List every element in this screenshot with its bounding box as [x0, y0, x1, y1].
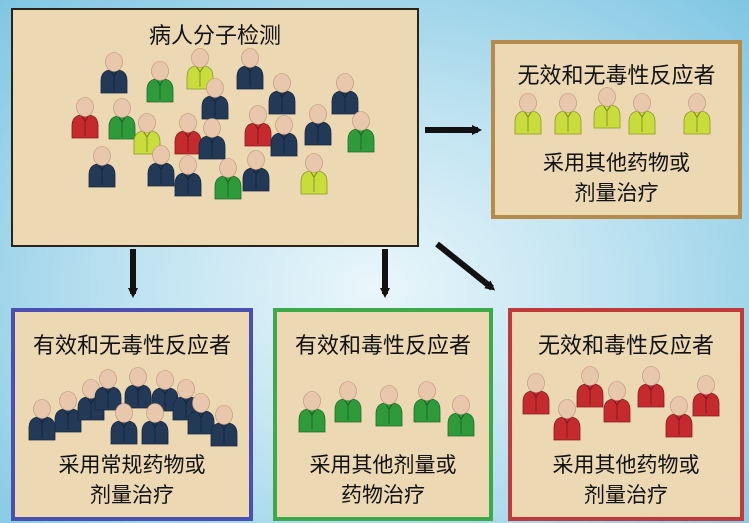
nonresponder-toxic-treatment-line2: 剂量治疗: [584, 483, 668, 507]
responder-toxic-treatment-line1: 采用其他剂量或: [309, 453, 457, 477]
responder-nontoxic-box: 有效和无毒性反应者 采用常规药物或 剂量治疗: [11, 308, 253, 521]
responder-toxic-box: 有效和毒性反应者 采用其他剂量或 药物治疗: [273, 308, 493, 521]
patient-testing-title: 病人分子检测: [148, 24, 281, 49]
nonresponder-toxic-title: 无效和毒性反应者: [537, 334, 714, 359]
nonresponder-nontoxic-title: 无效和无毒性反应者: [517, 64, 716, 89]
nonresponder-nontoxic-treatment-line2: 剂量治疗: [574, 181, 659, 205]
responder-toxic-title: 有效和毒性反应者: [294, 334, 471, 359]
nonresponder-nontoxic-box: 无效和无毒性反应者 采用其他药物或 剂量治疗: [491, 40, 742, 219]
patient-testing-box: 病人分子检测: [11, 8, 419, 247]
responder-nontoxic-treatment-line2: 剂量治疗: [90, 483, 174, 507]
arrow-to-nonresponder-toxic: [435, 241, 496, 291]
nonresponder-toxic-box: 无效和毒性反应者 采用其他药物或 剂量治疗: [508, 308, 744, 521]
responder-toxic-treatment-line2: 药物治疗: [341, 483, 425, 507]
responder-nontoxic-treatment-line1: 采用常规药物或: [58, 453, 206, 477]
nonresponder-nontoxic-treatment-line1: 采用其他药物或: [543, 151, 690, 175]
nonresponder-toxic-treatment-line1: 采用其他药物或: [552, 453, 700, 477]
responder-nontoxic-title: 有效和无毒性反应者: [32, 334, 231, 359]
